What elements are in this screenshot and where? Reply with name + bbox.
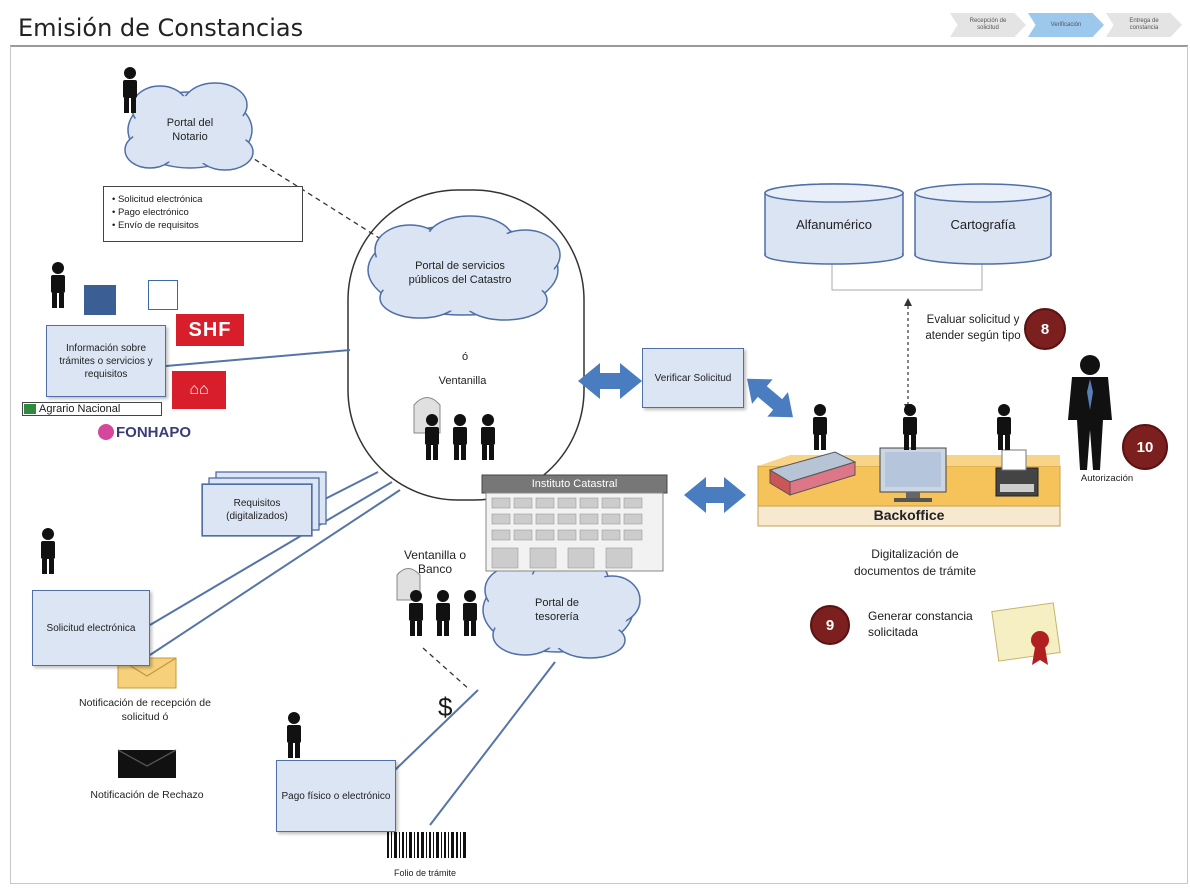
connector-solicitud-2 — [149, 489, 401, 656]
fonhapo-icon — [98, 424, 114, 440]
portal-tesoreria-label[interactable]: Portal de tesorería — [534, 597, 580, 623]
person-icon — [287, 712, 301, 758]
title-rule — [10, 45, 1188, 47]
person-icon — [409, 590, 423, 636]
or-label: ó — [461, 351, 469, 363]
evaluar-text: Evaluar solicitud y atender según tipo — [925, 314, 1021, 342]
portal-catastro-label[interactable]: Portal de servicios públicos del Catastr… — [408, 260, 512, 286]
diagram-frame — [10, 46, 1188, 884]
logo-infonavit-icon: ⌂⌂ — [172, 371, 226, 409]
step-entrega[interactable]: Entrega de constancia — [1106, 13, 1182, 37]
person-icon — [41, 528, 55, 574]
logo-seal-icon — [148, 280, 178, 310]
step-badge-10: 10 — [1122, 424, 1168, 470]
dollar-icon: $ — [438, 692, 453, 722]
person-icon — [123, 67, 137, 113]
person-icon — [463, 590, 477, 636]
list-item: • Pago electrónico — [112, 207, 189, 218]
person-icon — [436, 590, 450, 636]
solicitud-electronica-box[interactable]: Solicitud electrónica — [32, 590, 150, 666]
executive-icon — [1068, 355, 1112, 470]
autorizacion-label: Autorización — [1080, 473, 1134, 484]
envelope-black-icon — [117, 749, 177, 778]
scanner-icon — [995, 449, 1039, 497]
instituto-label: Instituto Catastral — [531, 478, 618, 490]
step-verificacion[interactable]: Verificación — [1028, 13, 1104, 37]
double-arrow-verificar-backoffice — [747, 378, 793, 418]
folio-label: Folio de trámite — [393, 868, 457, 878]
connector-info-portal — [165, 349, 351, 367]
portal-notario-label[interactable]: Portal del Notario — [166, 117, 214, 143]
step-badge-9: 9 — [810, 605, 850, 645]
digitalizacion-text: Digitalización de documentos de trámite — [853, 547, 977, 578]
double-arrow-instituto-backoffice — [684, 477, 746, 513]
ventanilla-label: Ventanilla — [438, 375, 487, 387]
step-badge-8: 8 — [1024, 308, 1066, 350]
notif-rechazo-text: Notificación de Rechazo — [90, 789, 204, 801]
person-icon — [813, 404, 827, 450]
db-alfanumerico-label: Alfanumérico — [796, 217, 872, 232]
db-cartografia-label: Cartografía — [950, 217, 1016, 232]
flag-icon — [24, 404, 36, 414]
person-icon — [903, 404, 917, 450]
person-icon — [51, 262, 65, 308]
notario-services-list: • Solicitud electrónica • Pago electróni… — [103, 186, 303, 242]
pago-box[interactable]: Pago físico o electrónico — [276, 760, 396, 832]
logo-fonhapo: FONHAPO — [116, 423, 191, 441]
computer-icon — [879, 447, 947, 502]
certificate-icon — [991, 602, 1061, 665]
books-icon — [768, 451, 857, 496]
generar-text: Generar constancia solicitada — [868, 609, 973, 639]
requisitos-box[interactable]: Requisitos (digitalizados) — [202, 484, 312, 536]
connector-pago-1 — [394, 689, 479, 771]
verificar-solicitud-box[interactable]: Verificar Solicitud — [642, 348, 744, 408]
page-title: Emisión de Constancias — [18, 14, 304, 42]
step-recepcion[interactable]: Recepción de solicitud — [950, 13, 1026, 37]
connector-pago-2 — [429, 661, 556, 826]
list-item: • Envío de requisitos — [112, 220, 199, 231]
notif-recepcion-text: Notificación de recepción de solicitud ó — [79, 697, 211, 723]
connector-dollar — [422, 647, 471, 691]
barcode-icon — [387, 832, 466, 858]
logo-agrario: Agrario Nacional — [22, 402, 162, 416]
person-icon — [997, 404, 1011, 450]
logo-institution-icon — [84, 285, 116, 315]
info-tramites-box[interactable]: Información sobre trámites o servicios y… — [46, 325, 166, 397]
connector-requisitos-1 — [322, 471, 379, 501]
logo-shf: SHF — [176, 314, 244, 346]
double-arrow-portal-verificar — [578, 363, 642, 399]
instituto-building — [481, 474, 668, 572]
list-item: • Solicitud electrónica — [112, 194, 203, 205]
ventanilla-banco-label: Ventanilla o Banco — [403, 548, 467, 576]
connector-solicitud-1 — [149, 481, 393, 626]
backoffice-label: Backoffice — [873, 507, 945, 523]
